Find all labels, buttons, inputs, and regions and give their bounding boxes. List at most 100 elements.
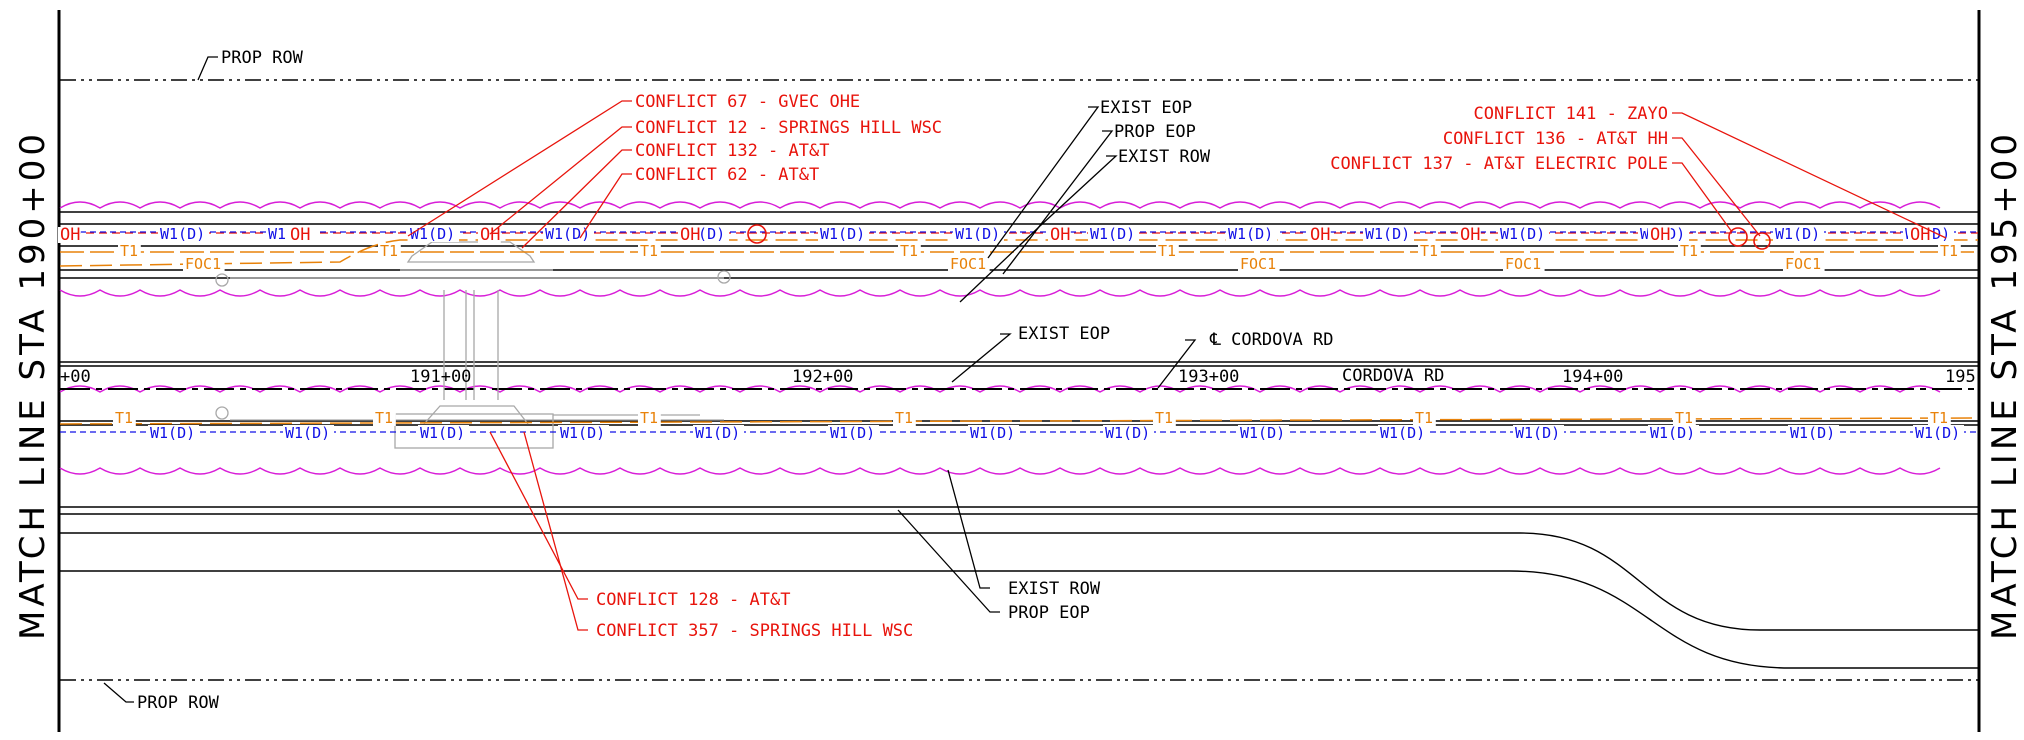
water-label-bottom-9-bg (1378, 425, 1429, 441)
water-label-top-8: W1(D) (1228, 225, 1273, 243)
t1-label-top-3-bg (898, 243, 921, 259)
water-label-top-12-bg (1773, 226, 1824, 242)
t1-label-bottom-2: T1 (640, 409, 658, 427)
water-label-bottom-0: W1(D) (150, 424, 195, 442)
conflict-141: CONFLICT 141 - ZAYO (1474, 104, 1668, 124)
t1-label-bottom-6-bg (1673, 410, 1696, 426)
oh-label-0: OH (60, 225, 80, 245)
t1-label-bottom-7-bg (1928, 410, 1951, 426)
utility-labels: W1(D) W1(D) W1(D) W1(D) W1(D) W1(D) W1(D) W1(D)… (58, 225, 1964, 442)
t1-label-bottom-6: T1 (1675, 409, 1693, 427)
foc-label-3: FOC1 (1505, 255, 1541, 273)
tree-lines (59, 201, 1941, 475)
callout-cl-cordova: ℄ CORDOVA RD (1209, 330, 1334, 350)
t1-label-bottom-7: T1 (1930, 409, 1948, 427)
water-label-bottom-1-bg (283, 425, 334, 441)
water-label-top-2: W1(D) (410, 225, 455, 243)
oh-label-4: OH (1050, 225, 1070, 245)
station-label-193: 193+00 (1178, 367, 1239, 387)
road-name-label: CORDOVA RD (1342, 366, 1444, 386)
oh-label-2-bg (478, 227, 501, 243)
water-label-bottom-8-bg (1238, 425, 1289, 441)
t1-label-bottom-5-bg (1413, 410, 1436, 426)
foc-label-1-bg (948, 256, 990, 272)
water-label-top-0: W1(D) (160, 225, 205, 243)
water-label-bottom-13-bg (1913, 425, 1964, 441)
t1-label-bottom-1: T1 (375, 409, 393, 427)
t1-label-top-0-bg (118, 243, 141, 259)
oh-label-7: OH (1650, 225, 1670, 245)
t1-label-bottom-3: T1 (895, 409, 913, 427)
water-label-bottom-8: W1(D) (1240, 424, 1285, 442)
t1-label-top-1-bg (378, 243, 401, 259)
t1-label-top-7-bg (1938, 243, 1961, 259)
foc-label-0-bg (183, 256, 225, 272)
water-label-top-7: W1(D) (1090, 225, 1135, 243)
callout-exist-row-top: EXIST ROW (1118, 147, 1211, 167)
water-label-top-3: W1(D) (545, 225, 590, 243)
tree-line-4 (59, 467, 1941, 475)
water-label-top-5-bg (818, 226, 869, 242)
foc-label-1: FOC1 (950, 255, 986, 273)
t1-label-bottom-4-bg (1153, 410, 1176, 426)
oh-label-1-bg (288, 227, 311, 243)
prop-row-top-leader (197, 56, 218, 81)
t1-label-top-5-bg (1418, 243, 1441, 259)
station-label-192: 192+00 (792, 367, 853, 387)
water-label-bottom-4-bg (693, 425, 744, 441)
water-label-bottom-6: W1(D) (970, 424, 1015, 442)
callout-prop-eop-bottom: PROP EOP (1008, 603, 1090, 623)
water-label-bottom-0-bg (148, 425, 199, 441)
match-line-left: MATCH LINE STA 190+00 (13, 130, 53, 640)
water-label-top-0-bg (158, 226, 209, 242)
water-label-top-9: W1(D) (1365, 225, 1410, 243)
conflict-132: CONFLICT 132 - AT&T (635, 141, 829, 161)
station-label-191: 191+00 (410, 367, 471, 387)
water-label-bottom-12: W1(D) (1790, 424, 1835, 442)
callout-exist-eop-mid: EXIST EOP (1018, 324, 1110, 344)
oh-label-3: OH (680, 225, 700, 245)
water-label-top-10: W1(D) (1500, 225, 1545, 243)
water-label-bottom-1: W1(D) (285, 424, 330, 442)
station-label-195: 195 (1945, 367, 1976, 387)
water-label-bottom-2: W1(D) (420, 424, 465, 442)
t1-label-top-2-bg (638, 243, 661, 259)
black-leaders (897, 106, 1197, 613)
callout-exist-eop-top: EXIST EOP (1100, 98, 1192, 118)
water-label-top-9-bg (1363, 226, 1414, 242)
t1-label-top-5: T1 (1420, 242, 1438, 260)
t1-label-bottom-5: T1 (1415, 409, 1433, 427)
oh-label-7-bg (1648, 227, 1671, 243)
conflict-136: CONFLICT 136 - AT&T HH (1443, 129, 1668, 149)
conflict-markers (747, 224, 1771, 250)
conflict-leaders (407, 100, 1947, 631)
callout-prop-eop-top: PROP EOP (1114, 122, 1196, 142)
water-label-bottom-10-bg (1513, 425, 1564, 441)
foc-label-4: FOC1 (1785, 255, 1821, 273)
oh-label-8-bg (1908, 227, 1931, 243)
water-label-bottom-3: W1(D) (560, 424, 605, 442)
oh-label-0-bg (58, 227, 81, 243)
prop-row-top-label: PROP ROW (221, 48, 304, 68)
tree-line-3 (59, 385, 1941, 393)
t1-label-top-0: T1 (120, 242, 138, 260)
oh-label-6-bg (1458, 227, 1481, 243)
water-label-bottom-11: W1(D) (1650, 424, 1695, 442)
oh-label-4-bg (1048, 227, 1071, 243)
oh-label-5: OH (1310, 225, 1330, 245)
water-label-bottom-4: W1(D) (695, 424, 740, 442)
water-label-bottom-6-bg (968, 425, 1019, 441)
station-label-194: 194+00 (1562, 367, 1623, 387)
water-label-top-2-bg (408, 226, 459, 242)
t1-label-top-2: T1 (640, 242, 658, 260)
t1-label-top-7: T1 (1940, 242, 1958, 260)
water-label-top-6-bg (953, 226, 1004, 242)
conflict-137: CONFLICT 137 - AT&T ELECTRIC POLE (1330, 154, 1668, 174)
t1-label-top-6-bg (1678, 243, 1701, 259)
oh-label-5-bg (1308, 227, 1331, 243)
prop-row-bottom-label: PROP ROW (137, 693, 220, 713)
callout-exist-row-bottom: EXIST ROW (1008, 579, 1101, 599)
water-label-bottom-9: W1(D) (1380, 424, 1425, 442)
tree-line-2 (59, 289, 1941, 297)
